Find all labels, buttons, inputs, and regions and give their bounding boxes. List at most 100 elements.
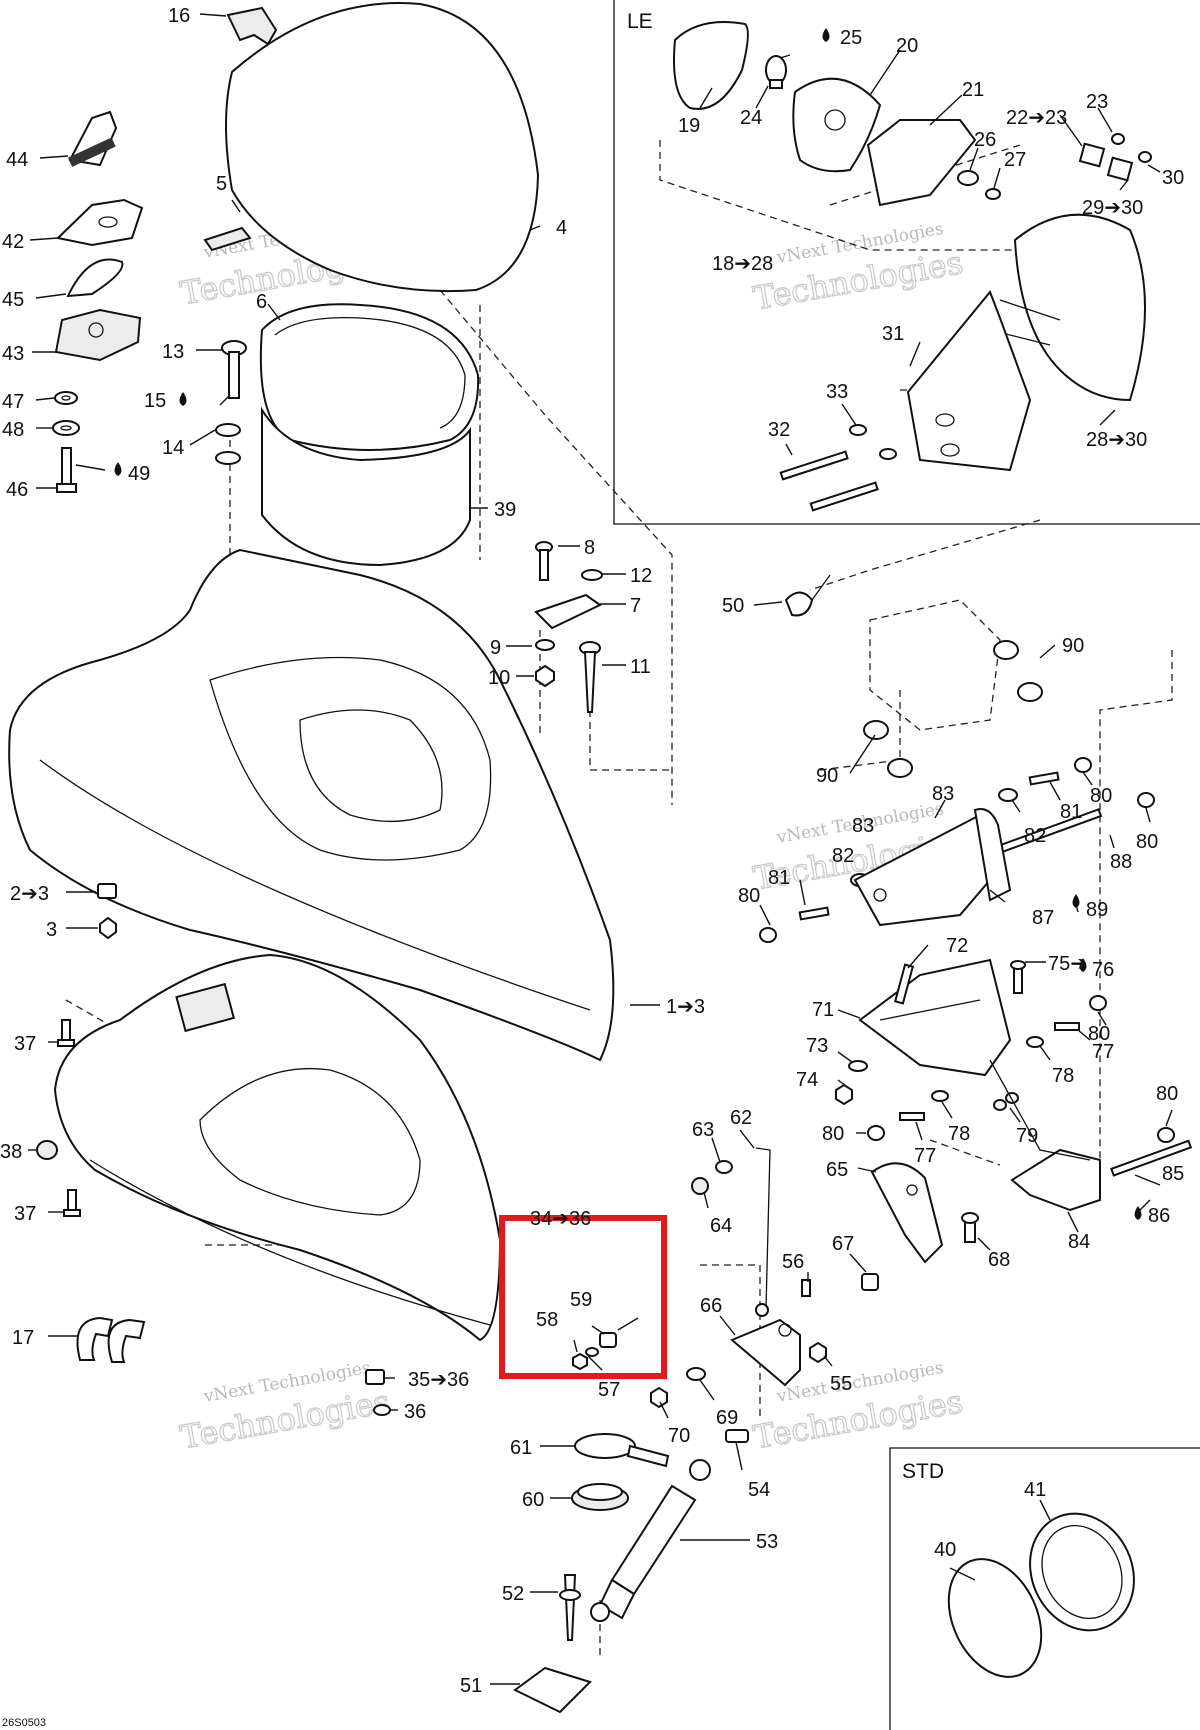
callout-88: 88 <box>1110 851 1132 873</box>
part-54-ball-stud <box>689 1429 749 1481</box>
part-57-washer <box>585 1347 599 1357</box>
part-63-washer <box>715 1160 733 1174</box>
callout-46: 46 <box>6 479 28 501</box>
highlight-box <box>499 1215 667 1379</box>
callout-59: 59 <box>570 1289 592 1311</box>
callout-40: 40 <box>934 1539 956 1561</box>
part-46-bolt <box>56 447 77 493</box>
callout-15: 15 <box>144 390 166 412</box>
part-60-grommet <box>571 1483 629 1511</box>
callout-19: 19 <box>678 115 700 137</box>
callout-90-b: 90 <box>816 765 838 787</box>
part-39-storage-bin <box>261 406 471 567</box>
part-68-bolt <box>961 1212 979 1243</box>
callout-73: 73 <box>806 1035 828 1057</box>
part-17-hooks <box>76 1316 146 1363</box>
le-panel: LE <box>613 0 1200 525</box>
callout-33: 33 <box>826 381 848 403</box>
part-48-washer <box>52 420 80 436</box>
callout-41: 41 <box>1024 1479 1046 1501</box>
part-66-lever <box>730 1318 801 1387</box>
drop-icons <box>114 28 1142 1220</box>
callout-74: 74 <box>796 1069 818 1091</box>
part-29-block <box>1106 156 1134 182</box>
part-26-spring <box>957 170 979 186</box>
part-13-pin <box>221 340 247 399</box>
callout-80-f: 80 <box>1090 785 1112 807</box>
callout-80-e: 80 <box>1136 831 1158 853</box>
callout-18-28: 18➔28 <box>712 253 773 275</box>
watermark: vNext Technologies Technologies <box>750 219 966 318</box>
part-79-nuts <box>993 1092 1019 1111</box>
part-84-bracket <box>1010 1148 1101 1212</box>
callout-43: 43 <box>2 343 24 365</box>
part-10-nut <box>535 664 555 688</box>
diagram-code: 26S0503 <box>2 1717 46 1729</box>
callout-2-3: 2➔3 <box>10 883 49 905</box>
callout-22-23: 22➔23 <box>1006 107 1067 129</box>
part-59-spacer <box>599 1332 617 1348</box>
part-27-nut <box>985 188 1001 200</box>
callout-84: 84 <box>1068 1231 1090 1253</box>
callout-58: 58 <box>536 1309 558 1331</box>
callout-31: 31 <box>882 323 904 345</box>
part-85-rod <box>1110 1139 1193 1177</box>
callout-56: 56 <box>782 1251 804 1273</box>
callout-7: 7 <box>630 595 641 617</box>
part-3-nut <box>99 916 117 940</box>
part-1-hood <box>8 548 615 1062</box>
callout-80-c: 80 <box>1088 1023 1110 1045</box>
callout-44: 44 <box>6 149 28 171</box>
callout-48: 48 <box>2 419 24 441</box>
callout-23: 23 <box>1086 91 1108 113</box>
callout-38: 38 <box>0 1141 22 1163</box>
callout-36: 36 <box>404 1401 426 1423</box>
part-2-cage-nut <box>97 883 117 899</box>
part-frame-sketch <box>869 599 1001 731</box>
callout-76: 76 <box>1092 959 1114 981</box>
callout-52: 52 <box>502 1583 524 1605</box>
callout-78-a: 78 <box>948 1123 970 1145</box>
drop-icon <box>822 28 830 42</box>
callout-83-b: 83 <box>852 815 874 837</box>
callout-85: 85 <box>1162 1163 1184 1185</box>
callout-53: 53 <box>756 1531 778 1553</box>
part-90-bushings <box>863 640 1043 778</box>
part-69-washer <box>686 1367 706 1381</box>
callout-24: 24 <box>740 107 762 129</box>
callout-6: 6 <box>256 291 267 313</box>
callouts: 16 44 42 45 43 47 48 46 49 5 13 15 14 6 … <box>0 5 1184 1697</box>
le-panel-title: LE <box>627 10 653 33</box>
drop-icon <box>1134 1206 1142 1220</box>
callout-68: 68 <box>988 1249 1010 1271</box>
part-64-clip <box>691 1177 709 1195</box>
part-80-caps <box>759 757 1175 1143</box>
callout-54: 54 <box>748 1479 770 1501</box>
callout-26: 26 <box>974 129 996 151</box>
callout-82-b: 82 <box>832 845 854 867</box>
part-67-spacer <box>861 1273 879 1291</box>
part-47-washer <box>54 391 78 405</box>
part-58-nut <box>572 1352 588 1371</box>
part-72-bolt <box>893 963 915 1005</box>
part-75-bolt <box>1010 960 1026 994</box>
part-50-tie <box>784 574 831 617</box>
part-12-washer <box>581 569 603 581</box>
part-74-nut <box>835 1083 853 1106</box>
part-4-windshield <box>225 2 540 293</box>
callout-71: 71 <box>812 999 834 1021</box>
part-56-screw <box>801 1279 811 1297</box>
part-11-rivet <box>579 641 601 713</box>
callout-90-a: 90 <box>1062 635 1084 657</box>
callout-3: 3 <box>46 919 57 941</box>
callout-63: 63 <box>692 1119 714 1141</box>
part-37-screw-bottom <box>63 1189 81 1217</box>
part-30-nut <box>1138 151 1152 163</box>
part-lower-arm <box>989 1059 1091 1161</box>
callout-81-b: 81 <box>1060 801 1082 823</box>
std-panel: STD <box>889 1447 1200 1730</box>
callout-80-d: 80 <box>738 885 760 907</box>
drop-icon <box>179 392 187 406</box>
std-panel-title: STD <box>902 1460 944 1483</box>
part-32-bolts <box>779 450 879 512</box>
